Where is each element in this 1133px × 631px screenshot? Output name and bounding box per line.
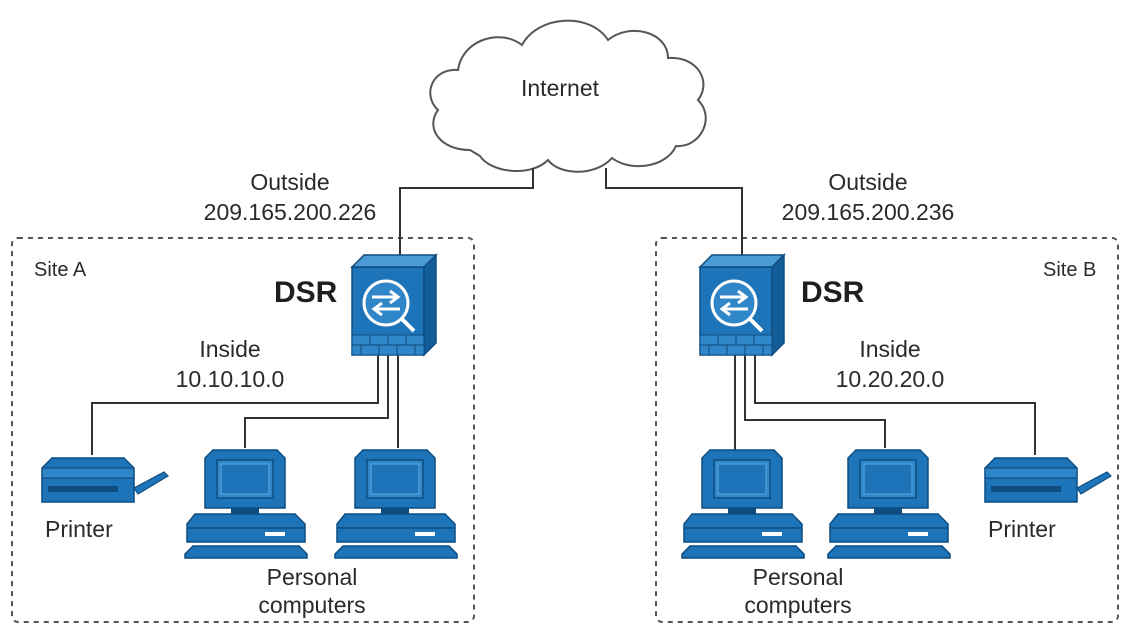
personal-computer-icon [184,449,308,559]
site-b-links [734,355,1036,455]
site-a-outside-ip: 209.165.200.226 [203,199,377,225]
site-a-inside-net: 10.10.10.0 [175,366,285,392]
site-b-outside-ip: 209.165.200.236 [781,199,955,225]
internet-label: Internet [521,75,599,101]
site-b-pc-label-line1: Personal [752,564,844,590]
site-a-label: Site A [34,259,87,281]
site-b-boundary [655,237,1119,623]
printer-icon [984,457,1112,503]
site-a-pc-label-line2: computers [258,592,366,618]
personal-computer-icon [681,449,805,559]
internet-cloud-icon [429,19,707,173]
site-a-links [91,355,399,455]
dsr-firewall-icon [698,253,786,357]
site-a-outside-label: Outside [250,169,330,195]
personal-computer-icon [334,449,458,559]
site-a-boundary [11,237,475,623]
site-b-label: Site B [1043,259,1097,281]
site-a-pc-label-line1: Personal [266,564,358,590]
personal-computer-icon [827,449,951,559]
site-b-inside-net: 10.20.20.0 [835,366,945,392]
site-b-inside-label: Inside [859,336,921,362]
dsr-firewall-icon [350,253,438,357]
site-b-printer-label: Printer [988,516,1056,542]
printer-icon [41,457,169,503]
site-a-inside-label: Inside [199,336,261,362]
site-b-pc-label-line2: computers [744,592,852,618]
site-b-dsr-label: DSR [801,276,865,309]
site-b-outside-label: Outside [828,169,908,195]
site-a-dsr-label: DSR [274,276,338,309]
site-a-printer-label: Printer [45,516,113,542]
internet-links [399,168,743,262]
